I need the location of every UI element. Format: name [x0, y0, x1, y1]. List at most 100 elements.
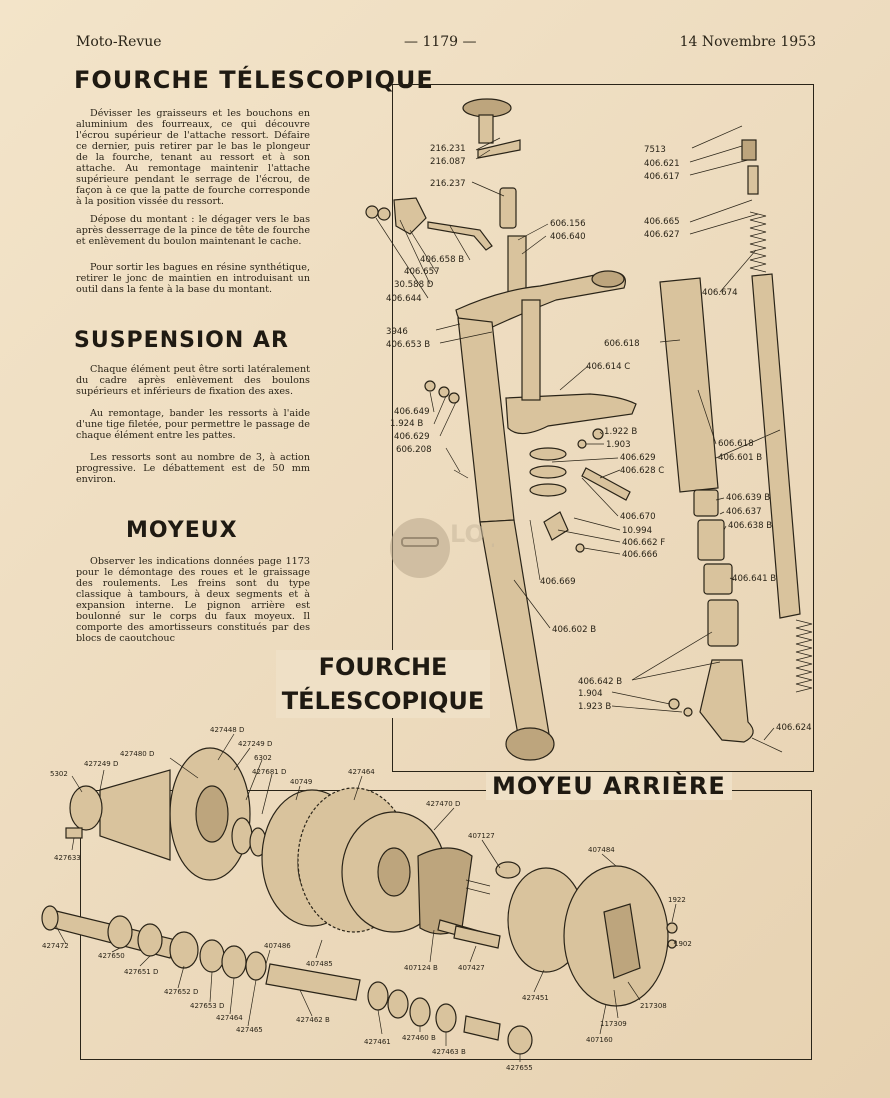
fork-label: 606.618 [718, 439, 754, 449]
section-title-fourche: FOURCHE TÉLESCOPIQUE [74, 66, 434, 94]
hub-label: 407484 [588, 846, 615, 854]
axle-washer-3 [221, 945, 247, 979]
fork-label: 406.617 [644, 172, 680, 182]
crown-clamp [591, 270, 625, 288]
fork-label: 406.669 [540, 577, 576, 587]
hub-label: 427451 [522, 994, 549, 1002]
end-nut [507, 1025, 533, 1055]
section-title-suspension: SUSPENSION AR [74, 328, 289, 353]
nut-d [592, 428, 604, 440]
fork-label: 606.618 [604, 339, 640, 349]
fork-label: 406.614 C [586, 362, 630, 372]
issue-date: 14 Novembre 1953 [679, 34, 816, 50]
knob-stem [478, 114, 494, 144]
suspension-paragraph-3: Les ressorts sont au nombre de 3, à acti… [76, 452, 310, 485]
brake-arm [603, 903, 641, 979]
hub-label: 427249 D [84, 760, 118, 768]
grease-nipple [741, 139, 757, 161]
bolt [581, 467, 631, 501]
fork-label: 406.670 [620, 512, 656, 522]
fork-label: 606.156 [550, 219, 586, 229]
hub-body [99, 769, 171, 861]
hub-label: 427464 [216, 1014, 243, 1022]
nut-c [448, 392, 460, 404]
fork-label: 30.588 D [394, 280, 434, 290]
fourche-paragraph-1: Dévisser les graisseurs et les bouchons … [76, 108, 310, 207]
hub-label: 427681 D [252, 768, 286, 776]
fork-label: 406.629 [394, 432, 430, 442]
magazine-name: Moto-Revue [76, 34, 162, 50]
axle-spacer-1 [107, 915, 133, 949]
hub-label: 1902 [674, 940, 692, 948]
cam [495, 861, 521, 879]
nut-a [424, 380, 436, 392]
lever-plate [477, 139, 521, 159]
hub-label: 427633 [54, 854, 81, 862]
hub-label: 427460 B [402, 1034, 436, 1042]
fork-leader-lines [375, 125, 781, 741]
fork-label: 1.922 B [604, 427, 637, 437]
seal-ring-3 [529, 483, 567, 497]
hub-label: 40749 [290, 778, 312, 786]
fork-label: 406.621 [644, 159, 680, 169]
fork-label: 406.624 [776, 723, 812, 733]
fork-label: 406.601 B [718, 453, 762, 463]
bearing-1 [231, 817, 253, 855]
fork-label: 406.628 C [620, 466, 664, 476]
fork-label: 406.674 [702, 288, 738, 298]
bushing-3 [703, 563, 733, 595]
axle-washer-1 [169, 931, 199, 969]
fork-label: 406.644 [386, 294, 422, 304]
page-number: — 1179 — [404, 34, 477, 50]
watermark-text: LO JP [450, 520, 494, 548]
washer-2 [377, 207, 391, 221]
fork-label: 406.629 [620, 453, 656, 463]
spindle-nut-2 [435, 1003, 457, 1033]
seal-ring-1 [529, 447, 567, 461]
hub-label: 407124 B [404, 964, 438, 972]
axle-washer-4 [245, 951, 267, 981]
fork-label: 406.639 B [726, 493, 770, 503]
fork-label: 406.602 B [552, 625, 596, 635]
hub-label: 427480 D [120, 750, 154, 758]
fork-illustration [365, 98, 813, 761]
hub-label: 427653 D [190, 1002, 224, 1010]
bracket [393, 197, 427, 235]
bushing-4 [707, 599, 739, 647]
fork-label: 406.627 [644, 230, 680, 240]
fork-diagram-frame [392, 84, 814, 772]
carrier-centre [377, 847, 411, 897]
spindle-nut-1 [409, 997, 431, 1027]
fork-dropout [505, 727, 555, 761]
arm-bolt-1 [666, 922, 678, 934]
small-bolt [65, 827, 83, 839]
fork-label: 216.087 [430, 157, 466, 167]
watermark-logo: LO JP [390, 518, 494, 578]
hub-label: 427462 B [296, 1016, 330, 1024]
fork-label: 406.638 B [728, 521, 772, 531]
fork-label: 10.994 [622, 526, 652, 536]
hub-figure-caption: MOYEU ARRIÈRE [486, 772, 732, 800]
spring-rod [751, 273, 801, 619]
spindle-washer-1 [367, 981, 389, 1011]
arm-bolt-2 [667, 939, 677, 949]
fork-label: 406.662 F [622, 538, 665, 548]
axle-washer-2 [199, 939, 225, 973]
hub-centre [195, 785, 229, 843]
cam-shaft [453, 925, 501, 949]
spindle-washer-2 [387, 989, 409, 1019]
steering-stem-top [499, 187, 517, 229]
hub-label: 5302 [50, 770, 68, 778]
nut-e [577, 439, 587, 449]
spindle [265, 963, 361, 1001]
hub-label: 427463 B [432, 1048, 466, 1056]
fourche-paragraph-2: Dépose du montant : le dégager vers le b… [76, 214, 310, 247]
screw [575, 543, 585, 553]
fork-label: 1.924 B [390, 419, 423, 429]
hub-label: 407485 [306, 960, 333, 968]
hub-label: 217308 [640, 1002, 667, 1010]
spring-bottom [795, 619, 813, 693]
fork-label: 216.231 [430, 144, 466, 154]
